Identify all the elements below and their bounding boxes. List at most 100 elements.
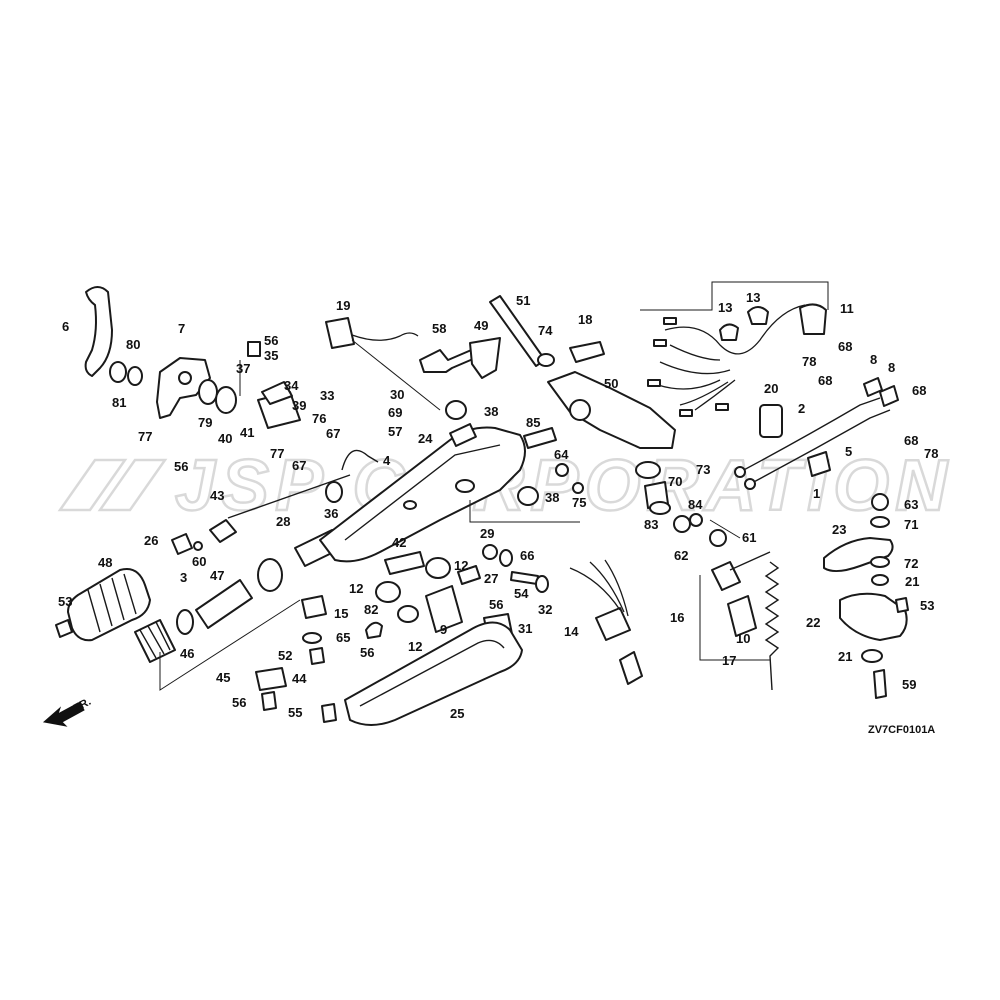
part-8-cable-end-a: [863, 377, 883, 397]
callout-71: 71: [904, 517, 918, 532]
part-24-port-2: [455, 479, 475, 493]
callout-67a: 67: [326, 426, 340, 441]
part-7-lever-bracket: [156, 357, 211, 419]
part-42-bracket: [384, 551, 425, 575]
callout-12c: 12: [408, 639, 422, 654]
part-11-terminal-5: [715, 403, 729, 411]
part-21-washer-lower: [861, 649, 883, 663]
callout-59: 59: [902, 677, 916, 692]
part-47-throttle-tube: [195, 579, 253, 629]
callout-64: 64: [554, 447, 569, 462]
part-10-sleeve: [727, 595, 757, 637]
part-81-collar: [109, 361, 127, 383]
callout-15: 15: [334, 606, 348, 621]
part-83-washer: [649, 501, 671, 515]
part-74-washer: [537, 353, 555, 367]
part-24-socket: [449, 423, 477, 447]
watermark-logo-slash-2: [97, 458, 168, 512]
callout-78a: 78: [802, 354, 816, 369]
part-12-clamp-b: [425, 557, 451, 579]
callout-67b: 67: [292, 458, 306, 473]
callout-10: 10: [736, 631, 750, 646]
callout-44: 44: [292, 671, 307, 686]
callout-6: 6: [62, 319, 69, 334]
callout-25: 25: [450, 706, 464, 721]
front-label: FR.: [72, 696, 93, 715]
part-28-shaft-rod: [227, 474, 351, 519]
part-82-grommet: [365, 621, 383, 639]
callout-12a: 12: [349, 581, 363, 596]
part-71-washer: [870, 516, 890, 528]
leader-29: [469, 500, 580, 523]
callout-37: 37: [236, 361, 250, 376]
part-25-tiller-cover: [344, 621, 523, 726]
callout-29: 29: [480, 526, 494, 541]
part-50-tiller-bracket: [547, 371, 676, 449]
part-13-clamp-1: [719, 323, 739, 341]
callout-8a: 8: [870, 352, 877, 367]
callout-31: 31: [518, 621, 532, 636]
part-13-clamp-2: [747, 306, 769, 325]
part-11-group-bracket: [640, 281, 829, 311]
callout-53a: 53: [58, 594, 72, 609]
callout-70: 70: [668, 474, 682, 489]
part-12-clamp-a: [375, 581, 401, 603]
part-65-washer: [302, 632, 322, 644]
part-46-bearing: [134, 619, 176, 663]
part-11-terminal-2: [653, 339, 667, 347]
callout-84: 84: [688, 497, 703, 512]
callout-74: 74: [538, 323, 553, 338]
part-5-shift-cable: [749, 409, 891, 485]
part-17-spring: [764, 561, 780, 691]
callout-45: 45: [216, 670, 230, 685]
part-56-bolt-lower: [261, 691, 277, 711]
callout-85: 85: [526, 415, 540, 430]
part-36-boss: [325, 481, 343, 503]
part-29-nut: [482, 544, 498, 560]
callout-9: 9: [440, 622, 447, 637]
part-24-port: [403, 500, 417, 510]
front-direction-indicator: FR.: [42, 696, 93, 727]
callout-22: 22: [806, 615, 820, 630]
part-19-connector: [325, 317, 355, 349]
part-14-ignition: [595, 607, 631, 641]
callout-30: 30: [390, 387, 404, 402]
callout-51: 51: [516, 293, 530, 308]
part-66-washer: [499, 549, 513, 567]
callout-7: 7: [178, 321, 185, 336]
callout-60: 60: [192, 554, 206, 569]
part-50-pivot-hole: [569, 399, 591, 421]
part-19-wire: [351, 332, 419, 341]
callout-52: 52: [278, 648, 292, 663]
callout-77b: 77: [270, 446, 284, 461]
callout-28: 28: [276, 514, 290, 529]
callout-76: 76: [312, 411, 326, 426]
callout-27: 27: [484, 571, 498, 586]
callout-49: 49: [474, 318, 488, 333]
callout-69: 69: [388, 405, 402, 420]
part-40-cam: [215, 386, 237, 414]
callout-4: 4: [383, 453, 391, 468]
callout-38a: 38: [484, 404, 498, 419]
callout-19: 19: [336, 298, 350, 313]
part-43-throttle-shaft: [209, 519, 237, 543]
part-44-bracket: [255, 667, 287, 691]
part-49-stopper: [469, 337, 501, 379]
callout-48: 48: [98, 555, 112, 570]
part-18-clip: [569, 341, 605, 363]
callout-33: 33: [320, 388, 334, 403]
callout-23: 23: [832, 522, 846, 537]
part-56-bolt-upper: [247, 341, 261, 357]
callout-21b: 21: [838, 649, 852, 664]
part-38-bush-upper: [445, 400, 467, 420]
callout-58: 58: [432, 321, 446, 336]
part-47-ring: [176, 609, 194, 635]
callout-68a: 68: [838, 339, 852, 354]
callout-77a: 77: [138, 429, 152, 444]
part-33-plate: [261, 381, 293, 405]
callout-13a: 13: [718, 300, 732, 315]
callout-62: 62: [674, 548, 688, 563]
callout-81: 81: [112, 395, 126, 410]
callout-56d: 56: [360, 645, 374, 660]
callout-3: 3: [180, 570, 187, 585]
